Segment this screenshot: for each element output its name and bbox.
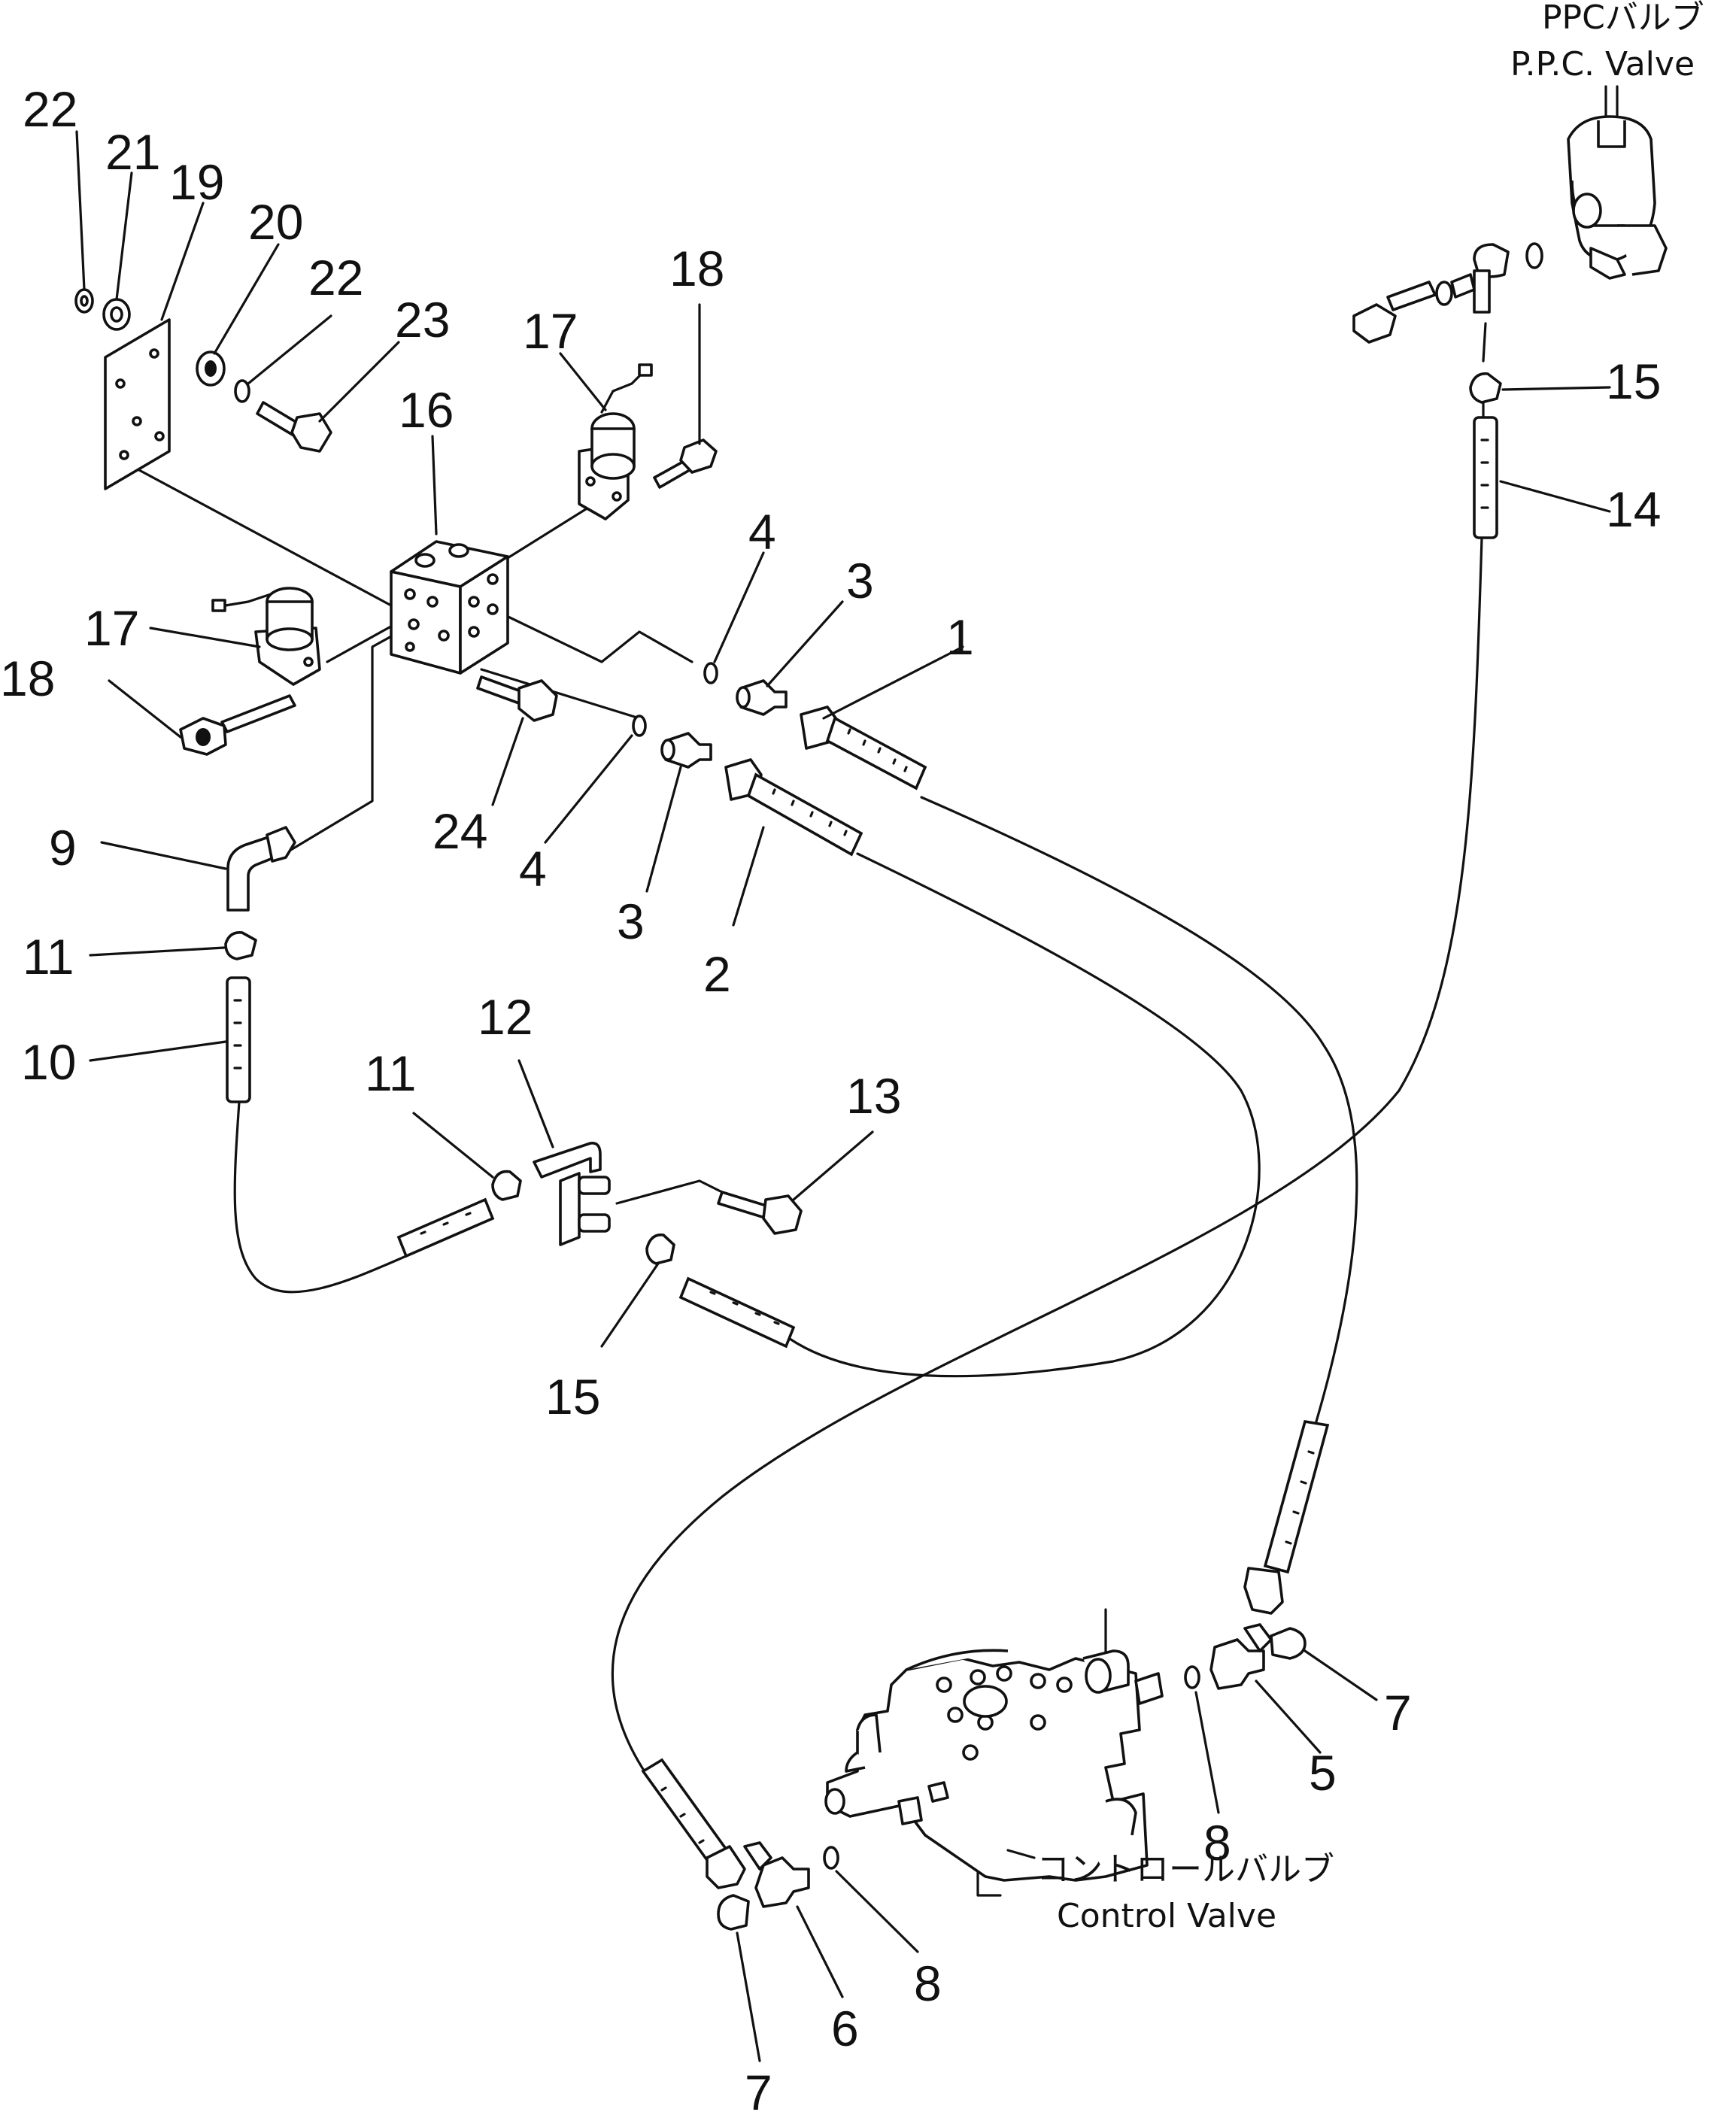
- callout-22-top: 22: [23, 81, 77, 137]
- callout-7-right: 7: [1384, 1685, 1412, 1740]
- hose-14-route: [611, 536, 1483, 1777]
- hose-routes: [138, 322, 1487, 1897]
- callout-19: 19: [169, 154, 224, 210]
- callout-6: 6: [831, 2001, 859, 2056]
- hose-10: [226, 976, 251, 1103]
- callout-8-left: 8: [914, 1956, 942, 2011]
- fitting-3-upper: [736, 679, 788, 716]
- bolt-24: [476, 675, 558, 722]
- hose-14: [1473, 416, 1498, 539]
- callout-17-upper: 17: [523, 303, 578, 359]
- washer-21: [102, 298, 131, 331]
- callout-1: 1: [946, 609, 974, 665]
- plate-19: [104, 318, 171, 490]
- bracket-12: [533, 1142, 611, 1246]
- elbow-6: [743, 1841, 810, 1908]
- hose-lower-left: [641, 1758, 746, 1889]
- callout-2: 2: [703, 946, 731, 1002]
- fitting-3-lower: [660, 732, 712, 769]
- solenoid-valve-17-upper: [578, 363, 653, 520]
- callout-3-lower: 3: [617, 894, 645, 949]
- manifold-block-16: [390, 540, 509, 675]
- pipe-9-to-block: [277, 634, 394, 859]
- callout-8-right: 8: [1203, 1815, 1231, 1871]
- block-port-upper-line: [491, 608, 693, 663]
- o-ring-4-upper: [703, 662, 718, 684]
- callout-20: 20: [248, 194, 303, 250]
- plug-7-right: [1270, 1627, 1307, 1660]
- hose-2-route: [788, 852, 1261, 1378]
- washer-22-mid: [234, 379, 250, 403]
- callout-14: 14: [1606, 481, 1661, 537]
- callout-22-mid: 22: [308, 250, 363, 305]
- plug-7-left: [717, 1894, 750, 1931]
- leader-lines: [75, 130, 1611, 2062]
- callout-11-right: 11: [365, 1045, 417, 1101]
- callout-5: 5: [1309, 1745, 1337, 1801]
- bolt13-line: [615, 1179, 724, 1205]
- callout-24: 24: [432, 803, 487, 859]
- callout-7-left: 7: [745, 2065, 772, 2120]
- hose-10-route: [233, 1100, 408, 1294]
- ppc-valve-body: [1567, 85, 1668, 280]
- control-valve-body: [824, 1649, 1164, 1882]
- callout-15-upper: 15: [1606, 354, 1661, 409]
- callout-9: 9: [49, 820, 77, 875]
- callout-3-upper: 3: [846, 553, 874, 608]
- clamp-15-lower: [645, 1233, 675, 1265]
- valve17a-to-block-line: [502, 502, 596, 562]
- ppc-vertical-line: [1482, 322, 1487, 363]
- clamp-11-right: [491, 1170, 522, 1201]
- clamp-15-upper: [1469, 372, 1502, 404]
- control-valve-label-en: Control Valve: [1057, 1897, 1276, 1935]
- callout-11-left: 11: [23, 929, 74, 985]
- hose-1: [800, 705, 927, 790]
- callout-13: 13: [846, 1068, 901, 1124]
- cushion-20: [196, 350, 226, 387]
- o-ring-8-right: [1184, 1665, 1200, 1689]
- callout-4-upper: 4: [748, 504, 776, 560]
- bolt-18-upper: [653, 438, 718, 489]
- ppc-fittings: [1352, 242, 1543, 344]
- callout-10: 10: [21, 1034, 76, 1090]
- elbow-pipe-9: [226, 826, 296, 912]
- valve17b-to-block-line: [326, 623, 396, 663]
- clamp-11-left: [224, 930, 257, 960]
- bolt-18-lower: [179, 694, 296, 756]
- bolt-23: [256, 401, 332, 453]
- plate-to-block-line: [138, 469, 393, 607]
- callout-17-lower: 17: [84, 600, 139, 656]
- block-port-lower-line: [480, 668, 641, 720]
- bolt-13: [717, 1191, 803, 1235]
- callout-21: 21: [105, 124, 160, 180]
- o-ring-4-lower: [632, 715, 647, 737]
- callout-18-upper: 18: [669, 241, 724, 296]
- washer-22-top: [74, 288, 94, 314]
- callout-18-lower: 18: [0, 651, 55, 706]
- callout-12: 12: [478, 989, 533, 1045]
- callout-4-lower: 4: [519, 841, 547, 897]
- solenoid-valve-17-lower: [211, 587, 321, 686]
- ppc-valve-label-jp: PPCバルブ: [1542, 0, 1704, 37]
- hose-2: [724, 758, 863, 857]
- o-ring-8-left: [823, 1846, 839, 1870]
- callout-numbers: 22 21 19 20 22 23 17 18 16 17 18 4 3 1 2…: [0, 81, 1661, 2120]
- control-valve-label-jp: コントロールバルブ: [1036, 1850, 1334, 1889]
- elbow-5: [1209, 1623, 1273, 1690]
- captions: PPCバルブ P.P.C. Valve コントロールバルブ Control Va…: [1036, 0, 1704, 1935]
- callout-15-lower: 15: [545, 1369, 600, 1425]
- hose-segment-right: [678, 1276, 796, 1349]
- hose-upper-right: [1243, 1419, 1330, 1615]
- hose-segment-left: [396, 1197, 495, 1258]
- ppc-valve-label-en: P.P.C. Valve: [1510, 45, 1695, 83]
- callout-16: 16: [399, 382, 454, 438]
- hose-1-route: [920, 796, 1358, 1423]
- callout-23: 23: [395, 292, 450, 347]
